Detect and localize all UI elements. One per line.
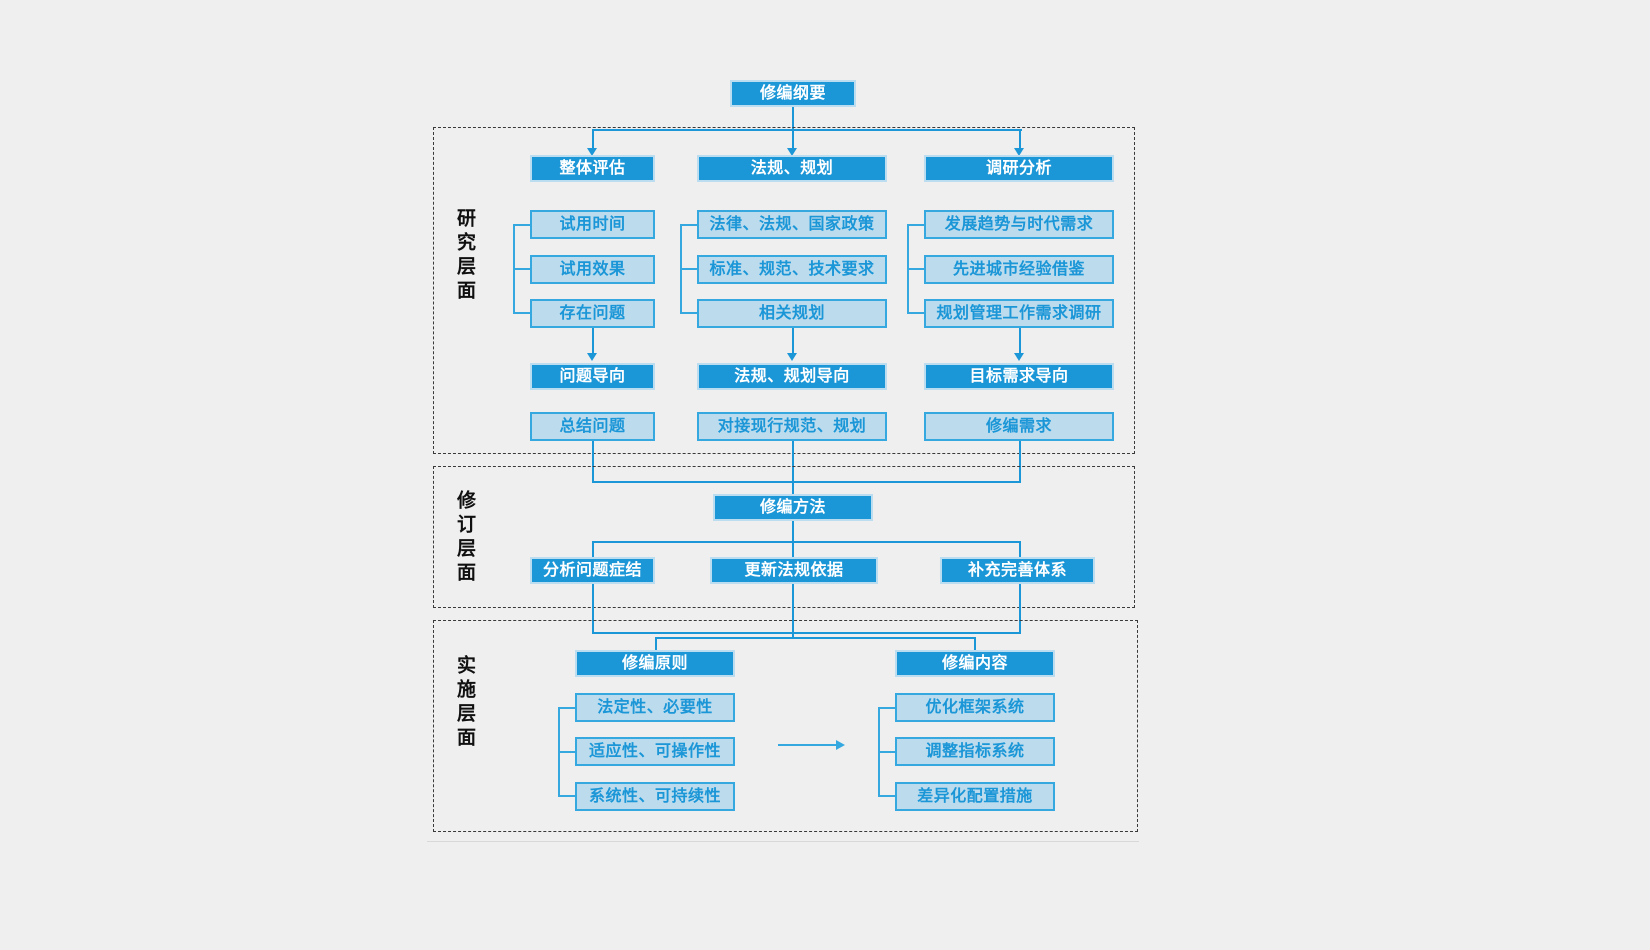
connector-method-drop-1 [592,541,594,557]
node-分析问题症结[interactable]: 分析问题症结 [530,557,655,584]
node-修编方法[interactable]: 修编方法 [713,494,873,521]
node-总结问题[interactable]: 总结问题 [530,412,655,441]
connector-principles-to-contents [778,744,836,746]
connector-merge-bus [592,481,1021,483]
layer-label-implementation: 实施层面 [454,655,475,751]
arrowhead-col3 [1014,148,1024,156]
node-先进城市经验借鉴[interactable]: 先进城市经验借鉴 [924,255,1114,284]
node-整体评估[interactable]: 整体评估 [530,155,655,182]
connector-drop-col1 [592,129,594,149]
node-修编需求[interactable]: 修编需求 [924,412,1114,441]
layer-revision [433,466,1135,608]
connector-merge-stem-right [1019,441,1021,481]
connector-l2-up-1 [592,584,594,632]
node-差异化配置措施[interactable]: 差异化配置措施 [895,782,1055,811]
bracket-col3 [907,224,925,314]
node-调研分析[interactable]: 调研分析 [924,155,1114,182]
node-相关规划[interactable]: 相关规划 [697,299,887,328]
node-修编内容[interactable]: 修编内容 [895,650,1055,677]
connector-method-drop-3 [1019,541,1021,557]
bracket-principles [558,707,576,797]
layer-research [433,127,1135,454]
node-法规规划导向[interactable]: 法规、规划导向 [697,363,887,390]
node-规划管理工作需求调研[interactable]: 规划管理工作需求调研 [924,299,1114,328]
node-修编纲要[interactable]: 修编纲要 [730,80,856,107]
connector-method-stem [792,521,794,541]
node-适应性可操作性[interactable]: 适应性、可操作性 [575,737,735,766]
node-发展趋势与时代需求[interactable]: 发展趋势与时代需求 [924,210,1114,239]
node-优化框架系统[interactable]: 优化框架系统 [895,693,1055,722]
connector-l2-bus [592,632,1021,634]
connector-l3-drop-right [974,637,976,650]
node-试用效果[interactable]: 试用效果 [530,255,655,284]
node-更新法规依据[interactable]: 更新法规依据 [710,557,878,584]
node-修编原则[interactable]: 修编原则 [575,650,735,677]
node-对接现行规范规划[interactable]: 对接现行规范、规划 [697,412,887,441]
arrowhead-col2 [787,148,797,156]
node-标准规范技术要求[interactable]: 标准、规范、技术要求 [697,255,887,284]
layer-label-revision: 修订层面 [454,490,475,586]
layer-implementation [433,620,1138,832]
node-试用时间[interactable]: 试用时间 [530,210,655,239]
layer-label-research: 研究层面 [454,208,475,304]
node-存在问题[interactable]: 存在问题 [530,299,655,328]
bracket-col1 [513,224,531,314]
baseline-rule [427,841,1139,842]
connector-l2-up-3 [1019,584,1021,632]
connector-title-stem [792,107,794,129]
connector-l2-up-2 [792,584,794,637]
connector-merge-stem-mid [792,441,794,494]
node-问题导向[interactable]: 问题导向 [530,363,655,390]
node-调整指标系统[interactable]: 调整指标系统 [895,737,1055,766]
bracket-col2 [680,224,698,314]
node-法律法规国家政策[interactable]: 法律、法规、国家政策 [697,210,887,239]
connector-col2-to-orientation [792,328,794,354]
node-法定性必要性[interactable]: 法定性、必要性 [575,693,735,722]
arrowhead-col1-orientation [587,353,597,361]
connector-method-drop-2 [792,541,794,557]
connector-merge-stem-left [592,441,594,481]
node-目标需求导向[interactable]: 目标需求导向 [924,363,1114,390]
node-法规规划[interactable]: 法规、规划 [697,155,887,182]
connector-drop-col3 [1019,129,1021,149]
arrowhead-col2-orientation [787,353,797,361]
connector-method-bus [592,541,1021,543]
arrowhead-principles-to-contents [836,740,845,750]
connector-col1-to-orientation [592,328,594,354]
node-系统性可持续性[interactable]: 系统性、可持续性 [575,782,735,811]
connector-title-bus [592,129,1022,131]
connector-l3-bus [655,637,975,639]
connector-l3-drop-left [655,637,657,650]
bracket-contents [878,707,896,797]
arrowhead-col1 [587,148,597,156]
connector-col3-to-orientation [1019,328,1021,354]
node-补充完善体系[interactable]: 补充完善体系 [940,557,1095,584]
arrowhead-col3-orientation [1014,353,1024,361]
connector-drop-col2 [792,129,794,149]
